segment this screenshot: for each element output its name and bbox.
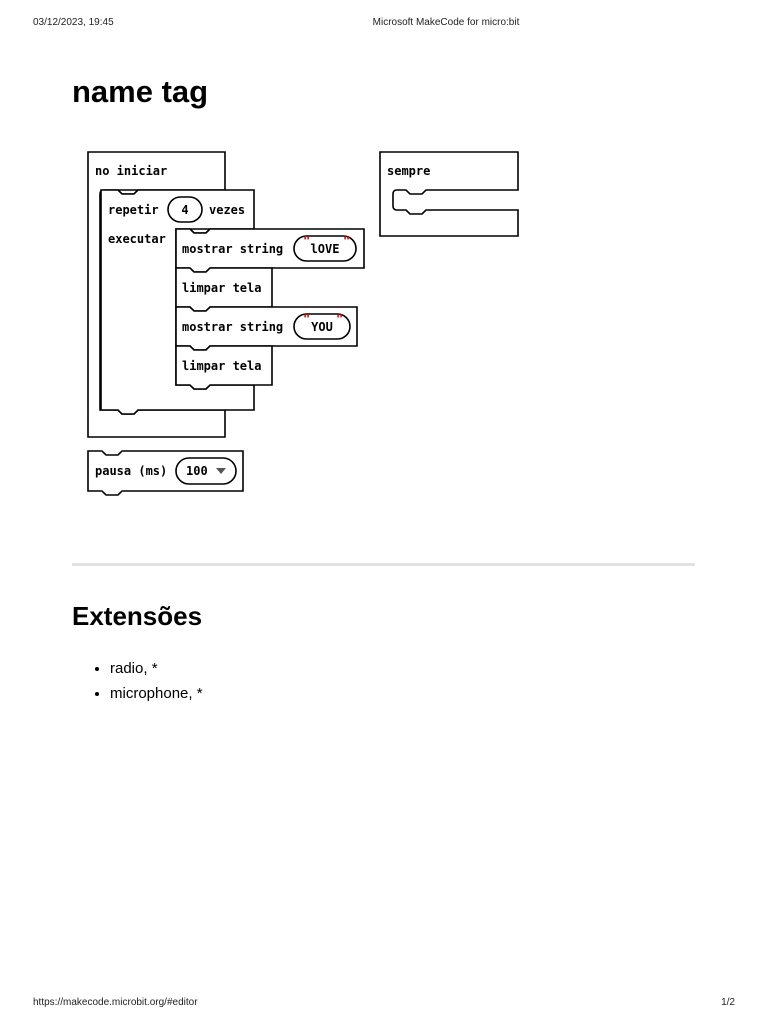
string-value-field[interactable]: [293, 313, 351, 340]
quote-close-icon: ": [336, 312, 343, 326]
quote-close-icon: ": [343, 234, 350, 248]
clear-screen-label: limpar tela: [182, 359, 261, 373]
extensions-list: radio, * microphone, *: [72, 656, 203, 706]
show-string-label: mostrar string: [182, 242, 283, 256]
list-item: microphone, *: [110, 681, 203, 706]
repeat-count-value: 4: [181, 203, 188, 217]
print-page-title: Microsoft MakeCode for micro:bit: [372, 17, 520, 28]
string-value: YOU: [311, 320, 333, 334]
clear-screen-label: limpar tela: [182, 281, 261, 295]
quote-open-icon: ": [303, 312, 310, 326]
forever-block[interactable]: [379, 151, 519, 237]
repeat-do-label: executar: [108, 232, 166, 246]
forever-label: sempre: [387, 164, 430, 178]
print-page-number: 1/2: [721, 997, 735, 1008]
list-item: radio, *: [110, 656, 203, 681]
repeat-label: repetir: [108, 203, 159, 217]
section-divider: [72, 563, 695, 566]
clear-screen-block[interactable]: [175, 345, 273, 390]
repeat-times-label: vezes: [209, 203, 245, 217]
string-value: lOVE: [311, 242, 340, 256]
string-value-field[interactable]: [293, 235, 357, 262]
repeat-count-field[interactable]: [167, 196, 203, 223]
blocks-canvas: no iniciar repetir 4 vezes executar most…: [87, 151, 519, 496]
quote-open-icon: ": [303, 234, 310, 248]
extensions-title: Extensões: [72, 601, 203, 631]
pause-label: pausa (ms): [95, 464, 167, 478]
show-string-label: mostrar string: [182, 320, 283, 334]
print-url: https://makecode.microbit.org/#editor: [33, 997, 198, 1008]
pause-value: 100: [186, 464, 208, 478]
pause-value-dropdown[interactable]: [175, 457, 237, 485]
on-start-label: no iniciar: [95, 164, 167, 178]
dropdown-arrow-icon: [216, 468, 226, 474]
print-datetime: 03/12/2023, 19:45: [33, 17, 114, 28]
project-title: name tag: [72, 74, 209, 109]
